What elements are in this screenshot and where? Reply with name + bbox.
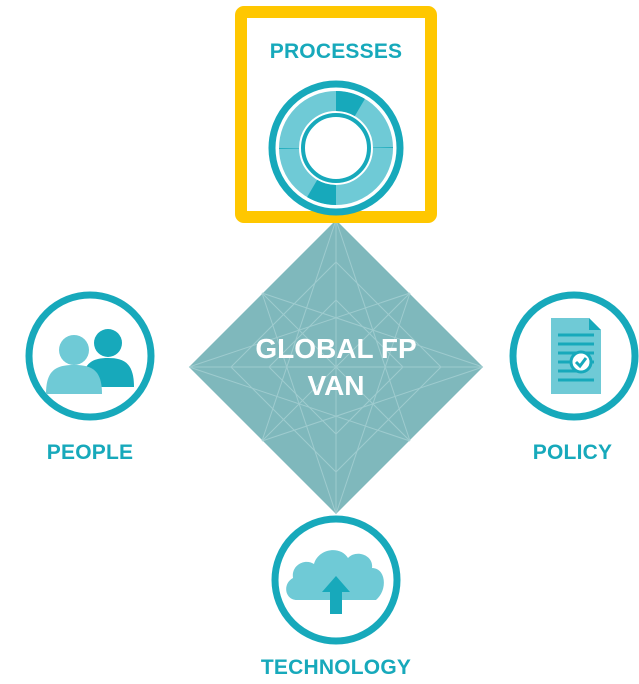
cloud-upload-icon[interactable] — [271, 515, 401, 645]
people-icon[interactable] — [25, 291, 155, 421]
document-icon[interactable] — [509, 291, 639, 421]
people-label: PEOPLE — [46, 441, 134, 464]
center-diamond — [188, 219, 484, 515]
policy-label: POLICY — [532, 441, 613, 464]
center-title: GLOBAL FP VAN — [200, 330, 472, 404]
cycle-icon[interactable] — [268, 80, 404, 216]
processes-highlight-box — [235, 6, 437, 223]
center-title-line2: VAN — [307, 370, 365, 401]
processes-label: PROCESSES — [269, 40, 403, 63]
center-title-line1: GLOBAL FP — [255, 333, 417, 364]
technology-label: TECHNOLOGY — [260, 656, 412, 679]
